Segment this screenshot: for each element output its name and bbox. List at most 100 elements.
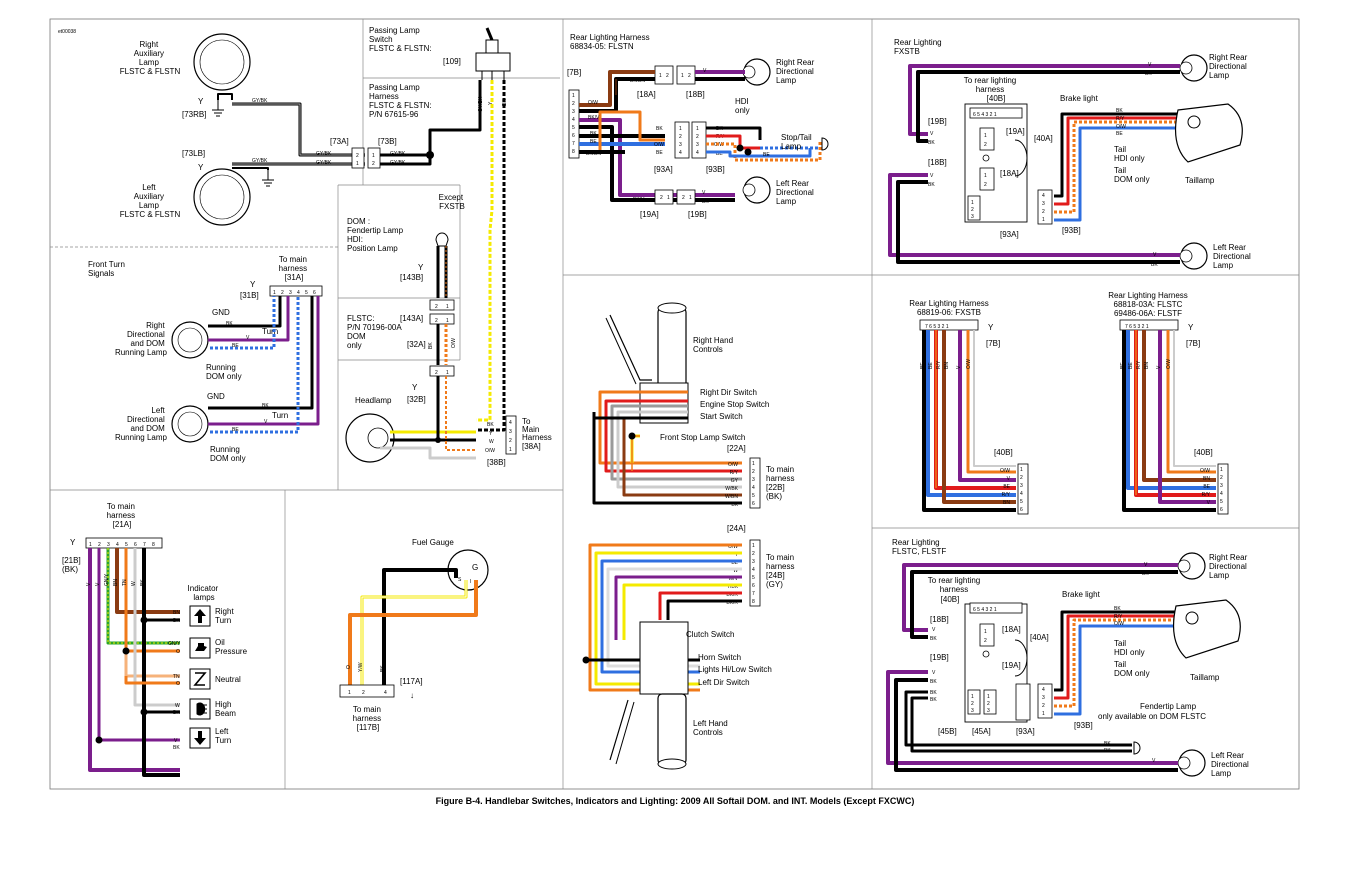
svg-text:BE: BE	[1003, 484, 1010, 490]
svg-text:BE: BE	[1128, 362, 1134, 369]
bulb-icon	[821, 137, 829, 151]
svg-text:4: 4	[1020, 491, 1023, 497]
svg-text:2: 2	[435, 304, 438, 310]
connector-32a: [32A]	[407, 340, 426, 349]
svg-text:V: V	[930, 173, 934, 179]
svg-text:2: 2	[971, 207, 974, 213]
svg-text:BK: BK	[1151, 262, 1158, 268]
svg-text:1: 1	[1042, 711, 1045, 717]
connector-117a: [117A]	[400, 677, 423, 686]
handgrip-icon	[609, 621, 689, 770]
svg-text:2: 2	[572, 101, 575, 107]
front-aux-lamps: Right Auxiliary Lamp FLSTC & FLSTN Left …	[120, 33, 482, 226]
rear-lighting-flstn: Rear Lighting Harness 68834-05: FLSTN [7…	[567, 33, 829, 219]
svg-text:Front Turn Signals: Front Turn Signals	[88, 260, 127, 278]
svg-text:2: 2	[98, 542, 101, 548]
connector-73b: [73B]	[378, 137, 397, 146]
svg-text:V: V	[1156, 365, 1162, 369]
svg-text:V: V	[956, 365, 962, 369]
svg-text:To main harness [1: To main harness [117B]	[353, 705, 384, 732]
connector-31b: [31B]	[240, 291, 259, 300]
svg-text:Y: Y	[250, 280, 256, 289]
svg-text:1: 1	[1020, 467, 1023, 473]
svg-text:R/Y: R/Y	[1002, 492, 1011, 498]
svg-text:Taillamp: Taillamp	[1185, 176, 1215, 185]
svg-text:BK: BK	[930, 690, 937, 696]
connector-19b: [19B]	[928, 117, 947, 126]
svg-text:R/Y: R/Y	[1114, 614, 1123, 620]
svg-text:4: 4	[752, 485, 755, 491]
svg-text:3: 3	[289, 290, 292, 296]
fendertip-position-lamp: DOM : Fendertip Lamp HDI: Position Lamp …	[347, 217, 457, 365]
connector-24a: [24A]	[727, 524, 746, 533]
svg-text:W/BK: W/BK	[725, 486, 738, 492]
svg-text:4: 4	[384, 690, 387, 696]
svg-text:BE: BE	[656, 150, 663, 156]
svg-text:GND: GND	[212, 308, 230, 317]
connector-143a: [143A]	[400, 314, 423, 323]
svg-text:BE: BE	[731, 560, 738, 566]
svg-text:Clutch Switch: Clutch Switch	[686, 630, 734, 639]
svg-text:Neutral: Neutral	[215, 675, 241, 684]
svg-text:4: 4	[572, 117, 575, 123]
svg-text:W: W	[175, 703, 180, 709]
headlamp: Headlamp 4 3 2 1 BK Y W O/W To Main Harn…	[345, 376, 554, 467]
svg-text:4: 4	[297, 290, 300, 296]
svg-text:GN/Y: GN/Y	[104, 573, 110, 586]
svg-text:BE: BE	[1203, 484, 1210, 490]
svg-text:2: 2	[984, 142, 987, 148]
svg-text:Indicator lamps: Indicator lamps	[188, 584, 221, 602]
svg-text:Y: Y	[418, 263, 424, 272]
svg-text:1: 1	[372, 153, 375, 159]
passing-lamp-switch: Passing Lamp Switch FLSTC & FLSTN: [109]…	[369, 26, 511, 432]
svg-text:Y: Y	[735, 552, 739, 558]
svg-text:O/W: O/W	[966, 359, 972, 369]
svg-text:7: 7	[752, 591, 755, 597]
svg-text:1: 1	[509, 447, 512, 453]
svg-text:1: 1	[446, 318, 449, 324]
svg-text:Fuel Gauge: Fuel Gauge	[412, 538, 454, 547]
svg-text:2: 2	[660, 195, 663, 201]
svg-text:6: 6	[1020, 507, 1023, 513]
svg-text:V: V	[1148, 62, 1152, 68]
svg-text:8: 8	[152, 542, 155, 548]
connector-18b: [18B]	[686, 90, 705, 99]
svg-text:V: V	[703, 68, 707, 74]
svg-text:To Main Harness: To Main Harness [38A]	[522, 417, 554, 451]
svg-text:Running DOM only: Running DOM only	[210, 445, 246, 463]
svg-text:O/W: O/W	[714, 142, 724, 148]
svg-text:Headlamp: Headlamp	[355, 396, 392, 405]
connector-93a: [93A]	[654, 165, 673, 174]
svg-text:BE: BE	[716, 151, 723, 157]
connector-19a: [19A]	[640, 210, 659, 219]
svg-text:Horn Switch: Horn Switch	[698, 653, 741, 662]
svg-text:R/Y: R/Y	[936, 360, 942, 369]
svg-text:BK: BK	[930, 636, 937, 642]
svg-text:O/W: O/W	[588, 100, 598, 106]
svg-text:BK: BK	[173, 618, 180, 624]
svg-text:7 6 5 3 2 1: 7 6 5 3 2 1	[1125, 324, 1149, 330]
ground-icon	[212, 100, 274, 187]
svg-text:5: 5	[1220, 499, 1223, 505]
svg-text:R/Y: R/Y	[1202, 492, 1211, 498]
svg-text:BK: BK	[1003, 508, 1010, 514]
svg-text:BK: BK	[702, 199, 709, 205]
svg-text:Left Directional a: Left Directional and DOM Running Lamp	[115, 406, 168, 442]
svg-text:GY/BK: GY/BK	[316, 151, 332, 157]
right-controls-wires	[592, 390, 742, 505]
svg-text:O: O	[346, 665, 352, 669]
connector-19b: [19B]	[930, 653, 949, 662]
svg-text:[21B] (BK): [21B] (BK)	[62, 556, 83, 574]
svg-text:1: 1	[984, 629, 987, 635]
svg-text:BN: BN	[113, 579, 119, 586]
svg-text:BE: BE	[1120, 362, 1126, 369]
figure-caption: Figure B-4. Handlebar Switches, Indicato…	[435, 796, 915, 806]
svg-text:To main harness [3: To main harness [31A]	[279, 255, 310, 282]
